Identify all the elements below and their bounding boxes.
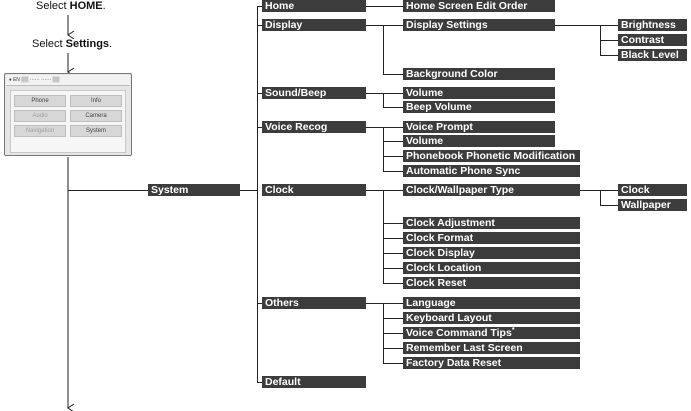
connector-clock-trunk — [383, 190, 384, 284]
node-display-settings: Display Settings — [403, 19, 555, 31]
node-keyboard-layout: Keyboard Layout — [403, 312, 580, 324]
node-voice-prompt: Voice Prompt — [403, 121, 555, 133]
node-voice-command-tips: Voice Command Tips* — [403, 327, 580, 339]
node-black-level: Black Level — [618, 49, 687, 61]
voice-command-tips-label: Voice Command Tips — [406, 327, 512, 339]
connector — [383, 363, 403, 364]
connector — [383, 223, 403, 224]
connector — [383, 141, 403, 142]
instruction-text: Select — [36, 0, 70, 12]
connector — [383, 107, 403, 108]
connector — [383, 171, 403, 172]
connector — [383, 268, 403, 269]
node-clock-reset: Clock Reset — [403, 277, 580, 289]
node-clock-format: Clock Format — [403, 232, 580, 244]
connector — [366, 93, 403, 94]
screen-menu: Phone Info Audio Camera Navigation Syste… — [10, 90, 126, 153]
connector — [580, 190, 618, 191]
connector — [68, 190, 148, 191]
node-clock-option: Clock — [618, 184, 687, 196]
instruction-select-settings: Select Settings. — [32, 38, 112, 50]
screen-status-bar: ♦ EN ▒▒ ······ ······ ▒▒ — [6, 75, 130, 86]
node-volume: Volume — [403, 87, 555, 99]
node-background-color: Background Color — [403, 68, 555, 80]
node-phonebook-phonetic-modification: Phonebook Phonetic Modification — [403, 150, 580, 162]
connector — [366, 6, 403, 7]
footnote-mark: * — [511, 327, 515, 334]
node-default: Default — [262, 376, 366, 388]
connector — [257, 303, 262, 304]
node-automatic-phone-sync: Automatic Phone Sync — [403, 165, 580, 177]
connector — [383, 74, 403, 75]
tile-system: System — [70, 125, 122, 137]
connector-sound-trunk — [383, 93, 384, 108]
connector-clock-type-trunk — [600, 190, 601, 206]
node-home-screen-edit-order: Home Screen Edit Order — [403, 0, 555, 12]
node-wallpaper: Wallpaper — [618, 199, 687, 211]
instruction-text: . — [102, 0, 106, 12]
connector — [257, 93, 262, 94]
connector — [383, 238, 403, 239]
connector — [366, 127, 403, 128]
node-clock-display: Clock Display — [403, 247, 580, 259]
node-brightness: Brightness — [618, 19, 687, 31]
node-remember-last-screen: Remember Last Screen — [403, 342, 580, 354]
connector — [383, 156, 403, 157]
node-sound-beep: Sound/Beep — [262, 87, 366, 99]
node-language: Language — [403, 297, 580, 309]
node-factory-data-reset: Factory Data Reset — [403, 357, 580, 369]
node-contrast: Contrast — [618, 34, 687, 46]
tile-audio: Audio — [14, 110, 66, 122]
connector — [555, 25, 618, 26]
node-system: System — [148, 184, 240, 196]
instruction-keyword: Settings — [65, 38, 110, 50]
connector-voice-trunk — [383, 127, 384, 172]
node-clock-adjustment: Clock Adjustment — [403, 217, 580, 229]
instruction-select-home: Select HOME. — [36, 0, 106, 12]
node-beep-volume: Beep Volume — [403, 101, 555, 113]
status-bar-text: ♦ EN ▒▒ ······ ······ ▒▒ — [9, 77, 60, 83]
node-voice-volume: Volume — [403, 135, 555, 147]
tile-phone: Phone — [14, 95, 66, 107]
instruction-keyword: HOME — [69, 0, 103, 12]
tile-camera: Camera — [70, 110, 122, 122]
connector — [366, 190, 403, 191]
connector — [600, 55, 618, 56]
connector — [600, 40, 618, 41]
instruction-text: . — [109, 38, 113, 50]
node-home: Home — [262, 0, 366, 12]
connector — [383, 333, 403, 334]
tile-navigation: Navigation — [14, 125, 66, 137]
connector — [257, 6, 262, 7]
connector — [383, 283, 403, 284]
node-others: Others — [262, 297, 366, 309]
connector — [257, 382, 262, 383]
connector — [600, 205, 618, 206]
node-clock-location: Clock Location — [403, 262, 580, 274]
connector — [257, 25, 262, 26]
connector — [383, 348, 403, 349]
instruction-text: Select — [32, 38, 66, 50]
settings-screen-thumbnail: ♦ EN ▒▒ ······ ······ ▒▒ Phone Info Audi… — [4, 73, 132, 156]
connector — [366, 303, 403, 304]
connector — [366, 25, 403, 26]
tile-info: Info — [70, 95, 122, 107]
node-voice-recog: Voice Recog — [262, 121, 366, 133]
connector — [257, 127, 262, 128]
connector — [383, 318, 403, 319]
connector — [383, 253, 403, 254]
connector — [240, 190, 257, 191]
connector-system-trunk — [257, 6, 258, 382]
node-display: Display — [262, 19, 366, 31]
connector-display-trunk — [383, 25, 384, 75]
node-clock-wallpaper-type: Clock/Wallpaper Type — [403, 184, 580, 196]
node-clock: Clock — [262, 184, 366, 196]
